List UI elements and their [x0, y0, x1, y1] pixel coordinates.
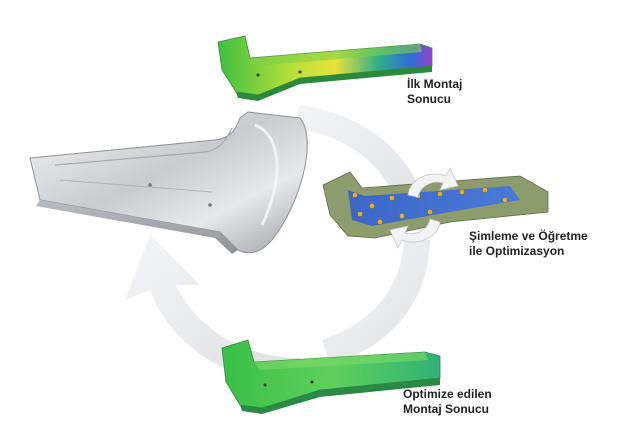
arrow-bottom-right-arc — [322, 240, 430, 365]
shimming-label: Şimleme ve Öğretme ile Optimizasyon — [469, 229, 588, 259]
initial-result-label-line2: Sonucu — [407, 92, 451, 106]
optimized-result-label-line2: Montaj Sonucu — [403, 402, 489, 416]
raw-part-image — [29, 111, 308, 254]
optimized-result-label-line1: Optimize edilen — [403, 387, 492, 401]
shim-points — [352, 187, 508, 225]
optimized-result-image — [221, 339, 441, 414]
shimming-label-line1: Şimleme ve Öğretme — [469, 229, 588, 243]
shimming-image — [322, 167, 549, 249]
shimming-label-line2: ile Optimizasyon — [469, 244, 565, 258]
initial-result-label: İlk Montaj Sonucu — [407, 77, 462, 107]
optimized-result-label: Optimize edilen Montaj Sonucu — [403, 387, 492, 417]
initial-result-image — [217, 35, 433, 101]
refresh-icon — [407, 167, 459, 198]
initial-result-label-line1: İlk Montaj — [407, 77, 463, 91]
arrow-left-arc — [125, 235, 300, 385]
